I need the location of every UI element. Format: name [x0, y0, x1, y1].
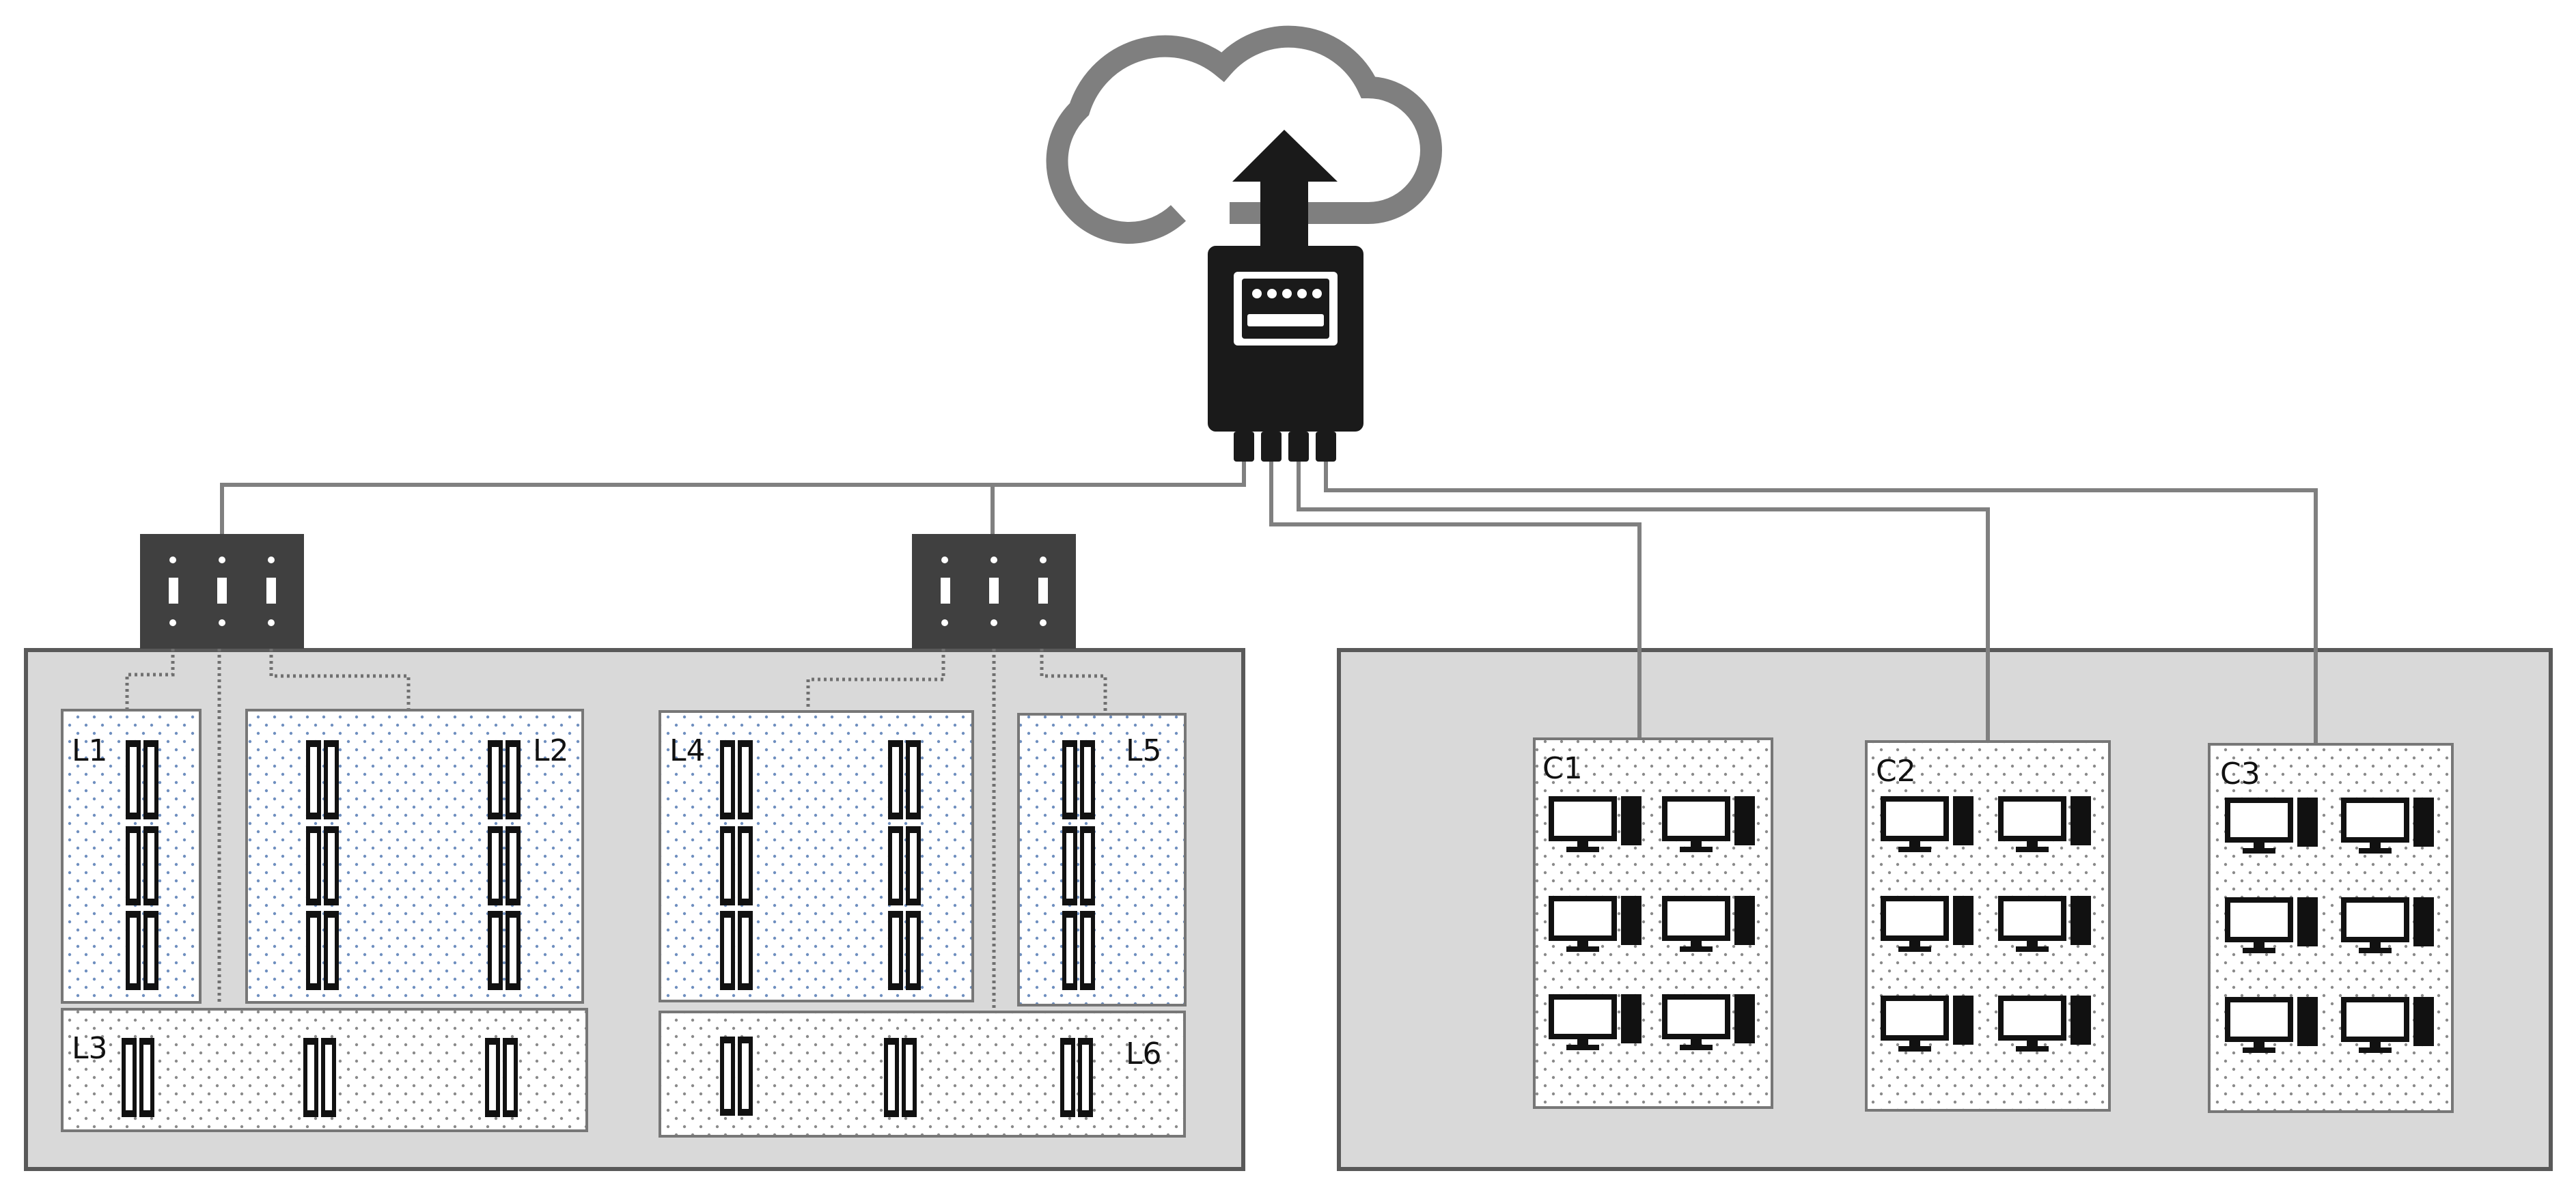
lighting-zone-l1: L1 [61, 709, 202, 1004]
lighting-zone-l6: L6 [659, 1011, 1186, 1138]
cloud-upload-icon [1046, 25, 1442, 254]
computer-zone-c1: C1 [1533, 737, 1773, 1109]
computer-zone-c3: C3 [2208, 743, 2454, 1113]
lighting-zone-l2: L2 [245, 709, 584, 1004]
zone-label: C3 [2220, 757, 2260, 791]
zone-label: L6 [1126, 1037, 1162, 1071]
smart-meter-icon [1208, 246, 1363, 462]
zone-label: C1 [1542, 751, 1583, 786]
zone-label: L3 [72, 1031, 108, 1066]
wall-switch-icon [140, 534, 304, 649]
zone-label: C2 [1876, 754, 1916, 789]
zone-label: L1 [72, 733, 108, 768]
lighting-zone-l5: L5 [1017, 713, 1187, 1006]
zone-label: L2 [533, 733, 569, 768]
lighting-zone-l3: L3 [61, 1008, 588, 1132]
computer-zone-c2: C2 [1865, 740, 2111, 1112]
lighting-zone-l4: L4 [659, 710, 974, 1002]
main-wiring [220, 462, 2318, 744]
zone-label: L5 [1126, 733, 1162, 768]
switch-wiring [125, 649, 1107, 1009]
zone-label: L4 [669, 733, 706, 768]
wall-switch-icon [912, 534, 1076, 649]
